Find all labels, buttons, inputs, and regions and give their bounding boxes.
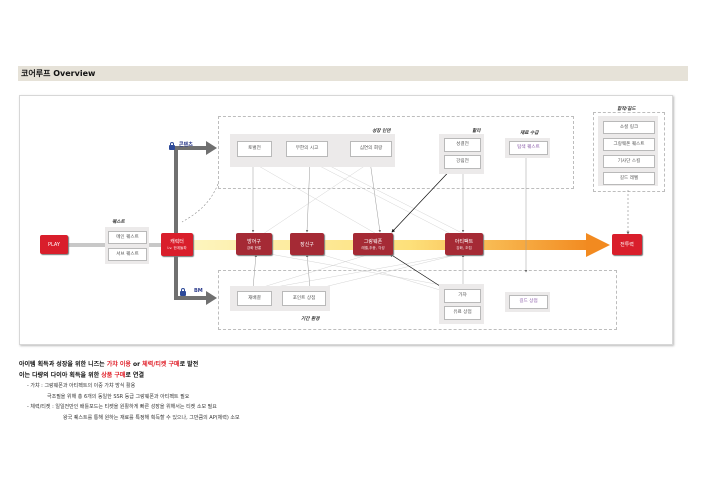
label-growth: 성장 인연 [372,129,391,134]
armor-node: 방어구 강화 한롱 [236,233,272,255]
content-tag: 콘텐츠 [179,142,193,148]
recombine-box: 재배결 [237,291,272,306]
down-arrowhead [206,291,217,305]
note-bullet-gacha-detail: 극조필을 위해 총 6개의 동일한 SSR 등급 그랑웨폰과 아티펙트 필요 [47,393,190,400]
social-link-box: 소셜 링크 [603,121,655,134]
infinity-box: 무한의 시고 [286,141,328,157]
section-title: 코어루프 Overview [21,69,96,78]
gangrim-box: 강림전 [444,155,481,169]
label-guild: 합작/길드 [617,107,636,112]
grandweapon-sub: 레벨,추종, 각성 [361,245,385,250]
core-loop-diagram: 퀘스트 성장 인연 할리 재료 수급 합작/길드 기간 환경 메인 퀘스트 서브… [19,95,673,345]
accessory-node: 장신구 [290,233,324,255]
armor-sub: 강화 한롱 [246,245,262,250]
character-node: 캐릭터 Lv. 한계돌파 [161,233,193,256]
lock-icon [169,142,175,150]
label-material: 재료 수급 [520,131,539,136]
battle-box: 토벌전 [237,141,272,157]
guild-shop-box: 길드 상점 [509,295,548,309]
lock-icon [180,288,186,296]
accessory-label: 장신구 [300,241,314,248]
play-node: PLAY [40,235,68,254]
guild-level-box: 길드 레벨 [603,172,655,185]
play-label: PLAY [47,241,60,248]
label-period: 기간 환경 [301,317,320,322]
section-title-bar: 코어루프 Overview [18,66,688,81]
gacha-box: 가챠 [444,289,481,303]
grandweapon-label: 그랑웨폰 [363,238,383,245]
label-quest: 퀘스트 [112,220,125,225]
down-arrow-line [174,256,208,300]
armor-label: 방어구 [247,238,261,245]
paid-shop-box: 유료 상점 [444,306,481,320]
point-shop-box: 포인트 상점 [282,291,326,306]
note-line-2: 이는 다량의 다이아 획득을 위한 상품 구매로 연결 [19,371,145,379]
artifact-label: 아티팩트 [454,238,474,245]
note-bullet-ticket: - 체력/티켓 : 일일전만인 배틀포드는 티켓을 원활하게 빠른 성장을 위해… [27,404,217,410]
note-bullet-ticket-detail: 왕국 퀘스트를 통해 원하는 재료를 특정해 획득할 수 있으나, 그만큼의 A… [63,414,240,421]
artifact-sub: 강화, 조립 [456,245,472,250]
dashed-curve [181,183,219,223]
main-quest-box: 메인 퀘스트 [108,231,147,244]
up-arrowhead [206,141,217,155]
note-line-1: 아이템 획득과 성장을 위한 니즈는 가챠 이용 or 체력/티켓 구매로 발전 [19,361,199,368]
label-gacha: 할리 [472,129,481,134]
power-node: 전투력 [612,234,642,255]
explore-quest-box: 탐색 퀘스트 [509,141,548,155]
note-bullet-gacha: - 가챠 : 그랑웨폰과 아티펙트의 이중 가챠 방식 활용 [27,383,136,389]
artifact-node: 아티팩트 강화, 조립 [445,233,483,255]
grandweapon-node: 그랑웨폰 레벨,추종, 각성 [353,233,393,255]
seongyeol-box: 성결전 [444,138,481,152]
grand-quest-box: 그랑웨폰 퀘스트 [603,138,655,151]
character-label: 캐릭터 [170,239,184,245]
up-arrow-line [174,146,208,234]
gacha-to-grand-arrow [389,253,444,289]
sub-quest-box: 서브 퀘스트 [108,248,147,261]
bm-tag: BM [194,288,203,294]
abyss-box: 심연의 회랑 [350,141,392,157]
power-label: 전투력 [620,242,634,248]
notes: 아이템 획득과 성장을 위한 니즈는 가챠 이용 or 체력/티켓 구매로 발전… [19,360,699,423]
main-flow-arrowhead [586,233,610,257]
knight-skill-box: 기사단 스킬 [603,155,655,168]
character-sub: Lv. 한계돌파 [167,246,187,250]
